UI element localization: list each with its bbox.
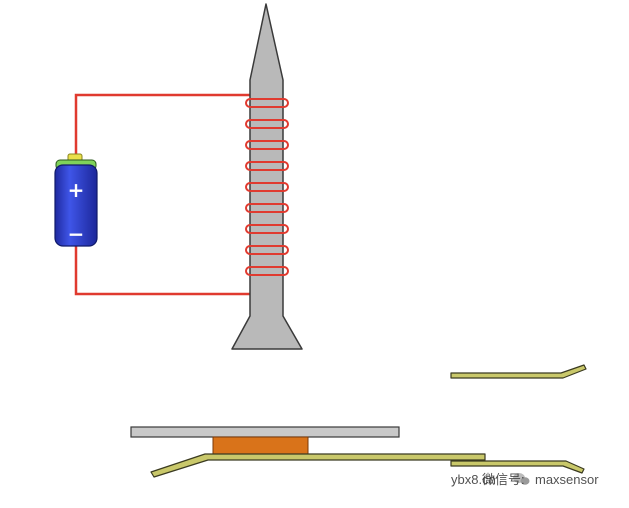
battery-positive-sign: + (68, 178, 85, 202)
watermark-account: maxsensor (535, 472, 599, 487)
battery-body (54, 164, 98, 247)
wire-top (74, 93, 252, 165)
armature-block (212, 436, 309, 455)
coil-turn (245, 98, 289, 108)
coil-turn (245, 119, 289, 129)
circuit-wire (74, 93, 252, 296)
watermark-site: ybx8.cn (451, 472, 496, 487)
coil-turn (245, 182, 289, 192)
nail-body (231, 3, 303, 350)
coil-turn (245, 203, 289, 213)
lower-contact-strip (150, 453, 486, 478)
upper-contact-strip (450, 364, 587, 379)
armature-plate (130, 426, 400, 438)
wechat-icon (513, 473, 530, 485)
watermark-account-prefix: 微信号: (482, 472, 525, 487)
coil-turn (245, 266, 289, 276)
coil-turn (245, 245, 289, 255)
coil-turn (245, 140, 289, 150)
coil-turn (245, 161, 289, 171)
coil-turn (245, 224, 289, 234)
coil-windings (245, 98, 289, 276)
lower-right-contact-strip (450, 460, 585, 474)
wire-bottom (74, 243, 252, 296)
iron-nail (231, 3, 303, 350)
battery-negative-sign: − (68, 222, 85, 246)
battery: + − (54, 153, 98, 247)
watermark: ybx8.cn 微信号: maxsensor (451, 472, 599, 487)
